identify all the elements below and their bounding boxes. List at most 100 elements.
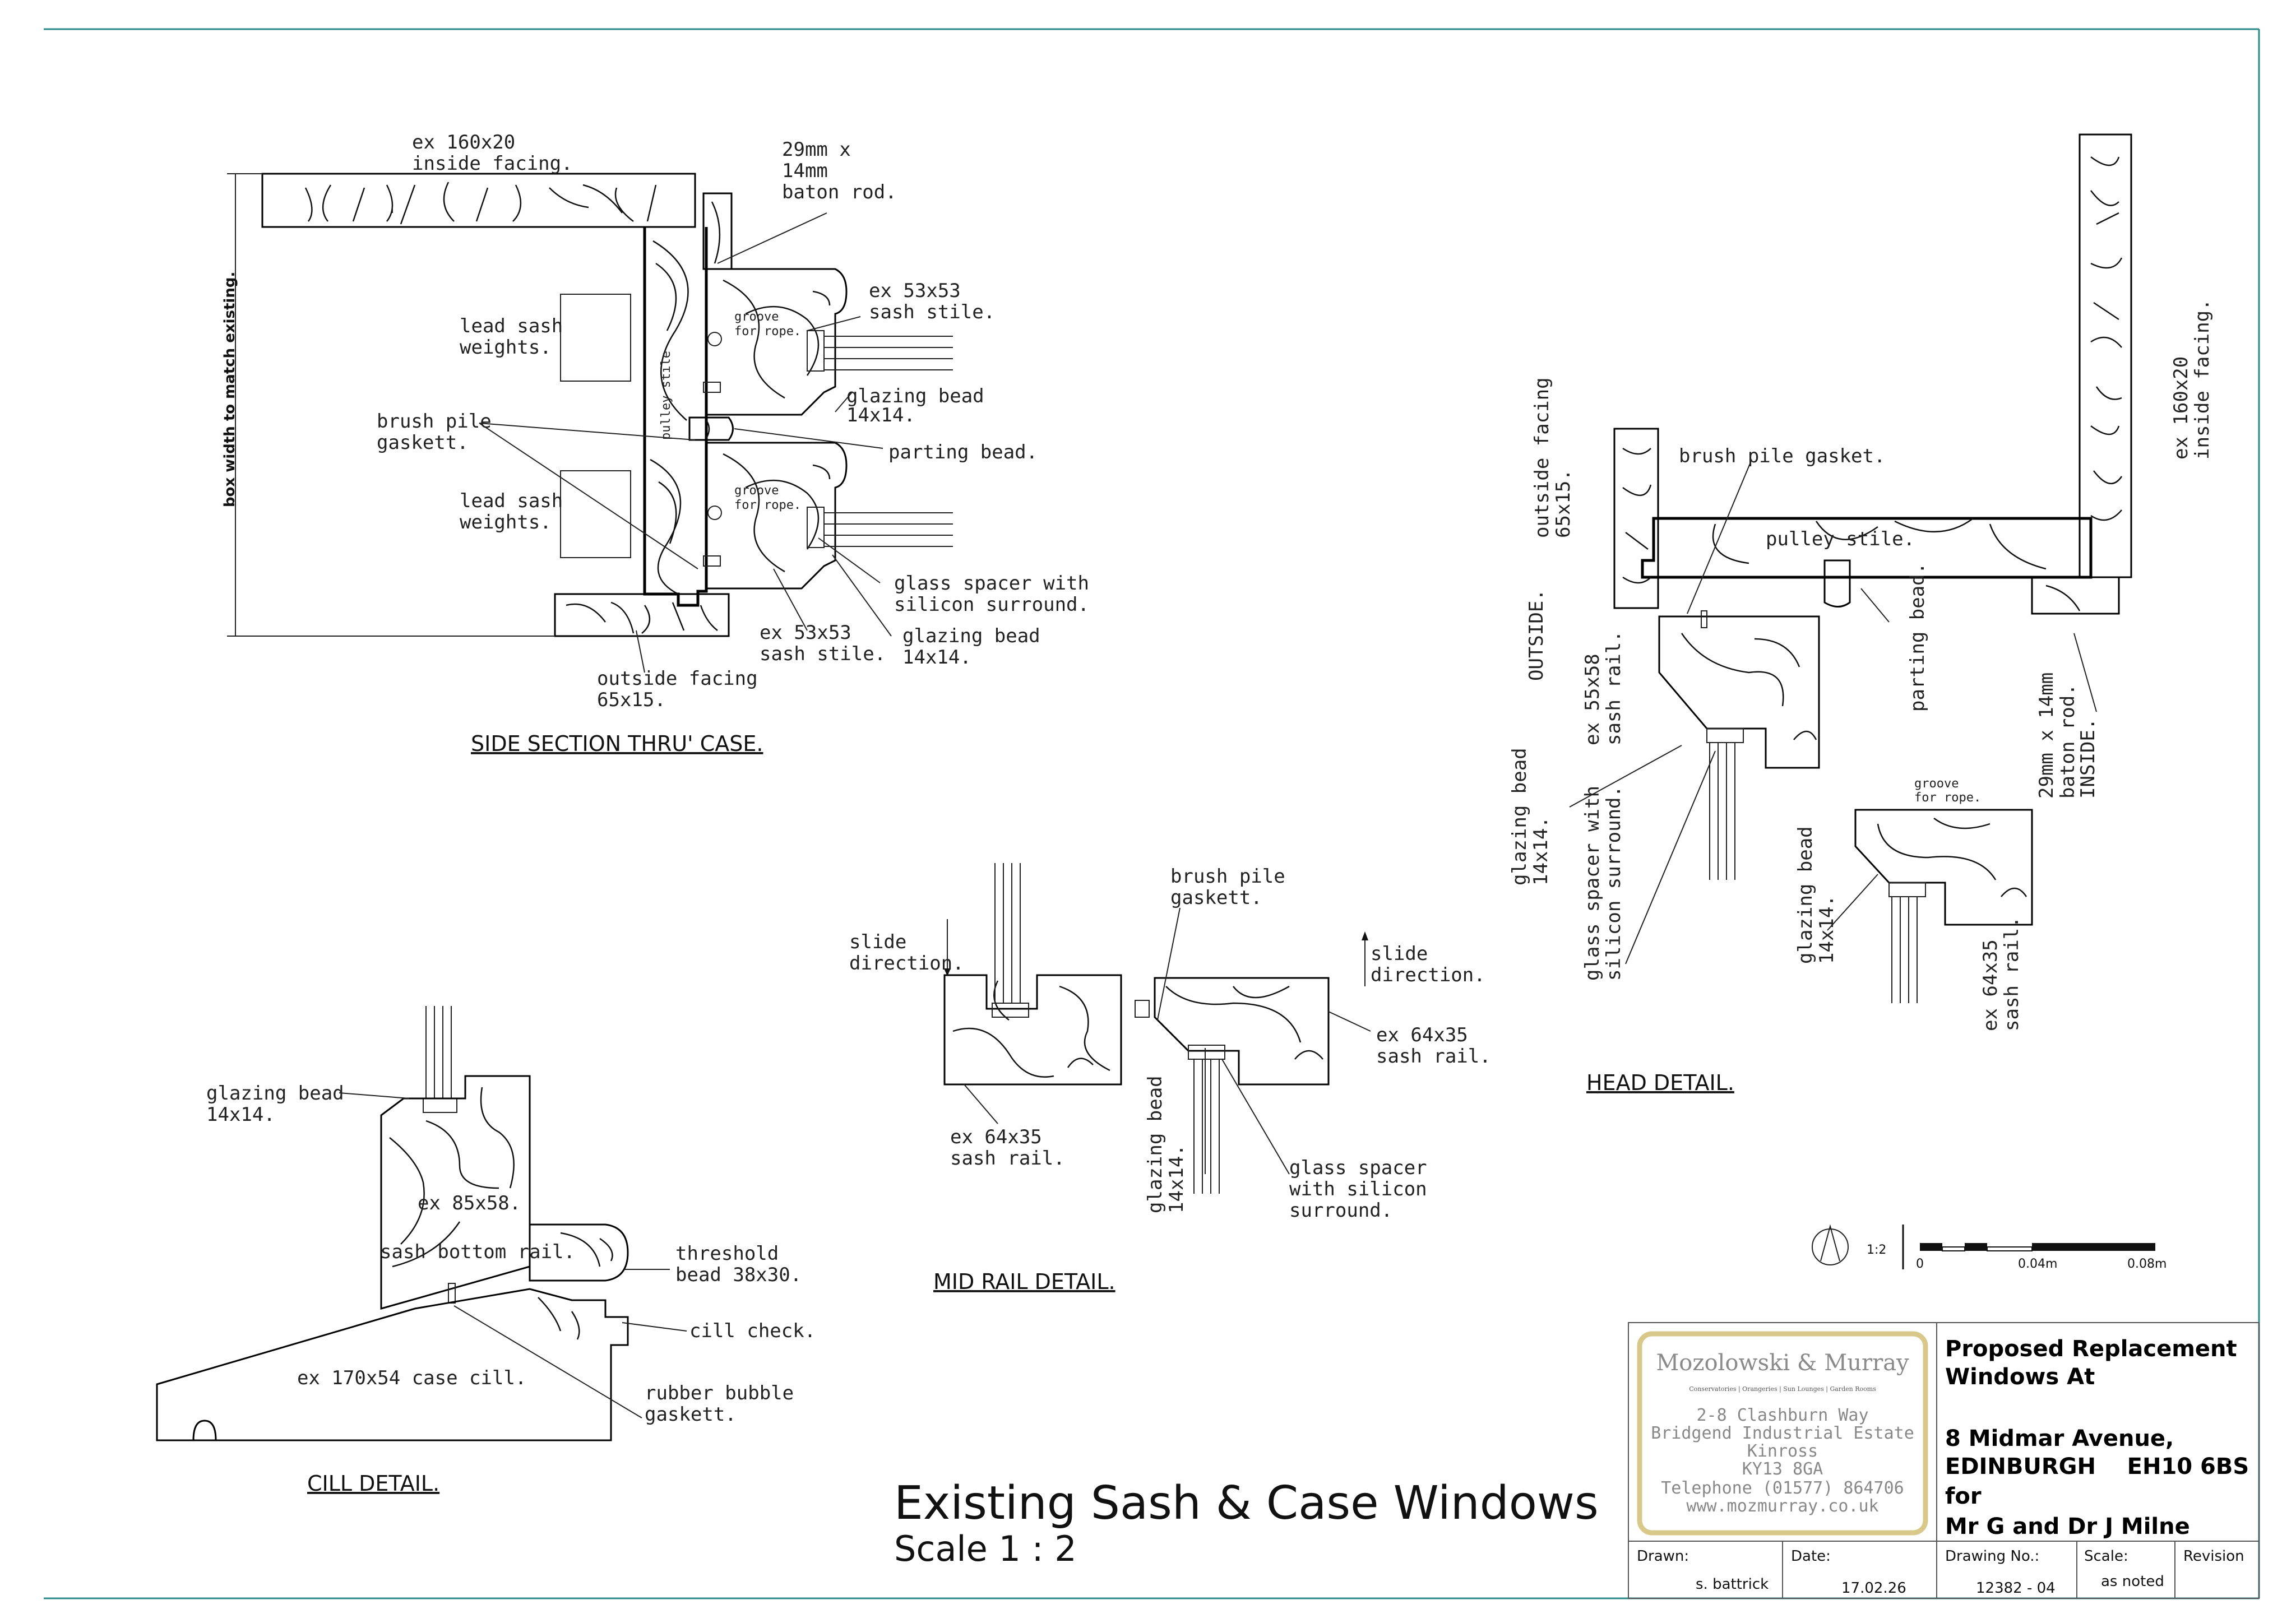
- head-label-parting-bead: parting bead.: [1906, 563, 1929, 712]
- firm-tagline: Conservatories | Orangeries | Sun Lounge…: [1689, 1385, 1876, 1393]
- head-label-baton-2: baton rod.: [2057, 684, 2079, 799]
- head-label-sash-rail-b-1: ex 64x35: [1979, 939, 2002, 1031]
- scale-tick-2: 0.08m: [2127, 1257, 2167, 1271]
- mid-label-slide-r-2: direction.: [1371, 964, 1485, 986]
- mid-label-glazing-bead-1: glazing bead: [1144, 1075, 1166, 1213]
- side-label-weights-a-2: weights.: [460, 336, 552, 359]
- side-label-sash-stile-bot-2: sash stile.: [760, 643, 886, 665]
- head-label-brush-gasket: brush pile gasket.: [1679, 445, 1885, 467]
- head-label-outside-facing-1: outside facing: [1531, 377, 1553, 538]
- mid-label-sash-rail-l-1: ex 64x35: [950, 1126, 1042, 1148]
- mid-label-brush-2: gaskett.: [1170, 887, 1262, 909]
- drawing-no-label: Drawing No.:: [1945, 1548, 2039, 1565]
- firm-address-4: KY13 8GA: [1742, 1459, 1823, 1479]
- date-value: 17.02.26: [1841, 1580, 1906, 1597]
- cill-label-threshold-2: bead 38x30.: [675, 1264, 802, 1286]
- cill-label-bottom-rail-2: sash bottom rail.: [380, 1241, 575, 1263]
- side-label-inside-facing-2: inside facing.: [412, 152, 573, 175]
- drawn-value: s. battrick: [1696, 1576, 1769, 1593]
- north-arrow-icon: [1812, 1228, 1849, 1265]
- side-label-parting-bead: parting bead.: [888, 441, 1038, 463]
- inside-facing-board: [261, 173, 696, 228]
- firm-web: www.mozmurray.co.uk: [1686, 1496, 1878, 1516]
- firm-phone: Telephone (01577) 864706: [1661, 1478, 1904, 1498]
- side-label-spacer-2: silicon surround.: [894, 593, 1089, 616]
- head-label-sash-rail-1: ex 55x58: [1581, 653, 1604, 745]
- title-block: [1628, 1322, 2260, 1599]
- revision-label: Revision: [2183, 1548, 2244, 1565]
- cill-label-rubber-2: gaskett.: [645, 1403, 737, 1426]
- drawing-scale: Scale 1 : 2: [894, 1528, 1077, 1569]
- side-label-baton-2: 14mm: [782, 160, 828, 182]
- head-label-glazing-bead-1: glazing bead: [1508, 748, 1531, 885]
- side-label-outside-facing-1: outside facing: [597, 667, 758, 690]
- side-label-pulley-stile: pulley stile: [659, 351, 673, 440]
- side-label-baton-3: baton rod.: [782, 181, 897, 203]
- project-line-2: Windows At: [1945, 1364, 2095, 1390]
- side-label-spacer-1: glass spacer with: [894, 572, 1089, 595]
- side-label-glazing-bead-top-1: glazing bead: [846, 385, 984, 407]
- project-line-5: for: [1945, 1483, 1982, 1509]
- firm-logo-frame: [1637, 1331, 1928, 1536]
- side-label-brush-1: brush pile: [377, 410, 492, 433]
- head-detail: [1569, 133, 2132, 1003]
- project-line-4: EDINBURGH EH10 6BS: [1945, 1454, 2249, 1480]
- mid-label-spacer-3: surround.: [1289, 1199, 1392, 1222]
- side-label-glazing-bead-bot-1: glazing bead: [902, 625, 1040, 647]
- drawing-no-value: 12382 - 04: [1976, 1580, 2056, 1597]
- head-label-inside: INSIDE.: [2077, 718, 2099, 799]
- scale-ratio: 1:2: [1867, 1243, 1886, 1257]
- side-label-weights-b-1: lead sash: [460, 490, 563, 512]
- date-label: Date:: [1791, 1548, 1831, 1565]
- mid-label-slide-l-1: slide: [849, 931, 906, 953]
- project-line-6: Mr G and Dr J Milne: [1945, 1514, 2190, 1539]
- project-line-1: Proposed Replacement: [1945, 1336, 2237, 1362]
- cill-label-glazing-bead-1: glazing bead: [206, 1082, 344, 1105]
- head-detail-heading: HEAD DETAIL.: [1586, 1070, 1734, 1095]
- head-label-outside: OUTSIDE.: [1525, 589, 1548, 681]
- mid-rail-heading: MID RAIL DETAIL.: [933, 1269, 1115, 1294]
- head-label-spacer-2: silicon surround.: [1603, 786, 1625, 981]
- side-label-outside-facing-2: 65x15.: [597, 689, 666, 711]
- cill-label-threshold-1: threshold: [675, 1242, 779, 1265]
- side-label-glazing-bead-top-2: 14x14.: [846, 404, 915, 426]
- head-label-inside-facing-2: inside facing.: [2191, 299, 2214, 460]
- project-line-3: 8 Midmar Avenue,: [1945, 1426, 2174, 1452]
- cill-label-cill-check: cill check.: [689, 1320, 816, 1342]
- head-label-sash-rail-2: sash rail.: [1603, 630, 1625, 745]
- head-label-pulley-stile: pulley stile.: [1766, 528, 1915, 550]
- drawn-label: Drawn:: [1637, 1548, 1689, 1565]
- scale-tick-0: 0: [1916, 1257, 1924, 1271]
- side-label-groove-bot-2: for rope.: [734, 498, 801, 512]
- side-label-sash-stile-top-1: ex 53x53: [869, 280, 961, 302]
- outside-facing-board: [554, 593, 730, 637]
- head-label-spacer-1: glass spacer with: [1581, 786, 1604, 981]
- cill-label-case-cill: ex 170x54 case cill.: [297, 1367, 526, 1389]
- mid-label-brush-1: brush pile: [1170, 865, 1285, 888]
- mid-rail-detail: [943, 863, 1371, 1194]
- side-label-groove-bot-1: groove: [734, 484, 779, 498]
- mid-label-glazing-bead-2: 14x14.: [1165, 1144, 1188, 1213]
- side-label-box-width: box width to match existing.: [221, 272, 238, 507]
- side-label-glazing-bead-bot-2: 14x14.: [902, 646, 971, 669]
- lead-sash-weight-lower: [560, 470, 631, 558]
- side-label-sash-stile-bot-1: ex 53x53: [760, 622, 851, 644]
- mid-label-slide-l-2: direction.: [849, 952, 964, 975]
- head-label-outside-facing-2: 65x15.: [1552, 469, 1575, 538]
- mid-label-sash-rail-l-2: sash rail.: [950, 1147, 1065, 1170]
- head-label-glazing-bead-b-2: 14x14.: [1816, 895, 1838, 964]
- head-label-groove-1: groove: [1914, 777, 1959, 791]
- side-section-detail: [227, 173, 953, 673]
- mid-label-spacer-2: with silicon: [1289, 1178, 1427, 1200]
- mid-label-sash-rail-r-2: sash rail.: [1376, 1045, 1491, 1068]
- side-label-groove-top-2: for rope.: [734, 324, 801, 338]
- side-label-baton-1: 29mm x: [782, 138, 851, 161]
- cill-detail-heading: CILL DETAIL.: [307, 1471, 439, 1496]
- lead-sash-weight-upper: [560, 294, 631, 382]
- head-inside-facing: [2079, 133, 2132, 578]
- head-label-groove-2: for rope.: [1914, 791, 1981, 805]
- scale-label: Scale:: [2084, 1548, 2128, 1565]
- firm-address-1: 2-8 Clashburn Way: [1696, 1406, 1868, 1425]
- head-label-baton-1: 29mm x 14mm: [2035, 673, 2058, 799]
